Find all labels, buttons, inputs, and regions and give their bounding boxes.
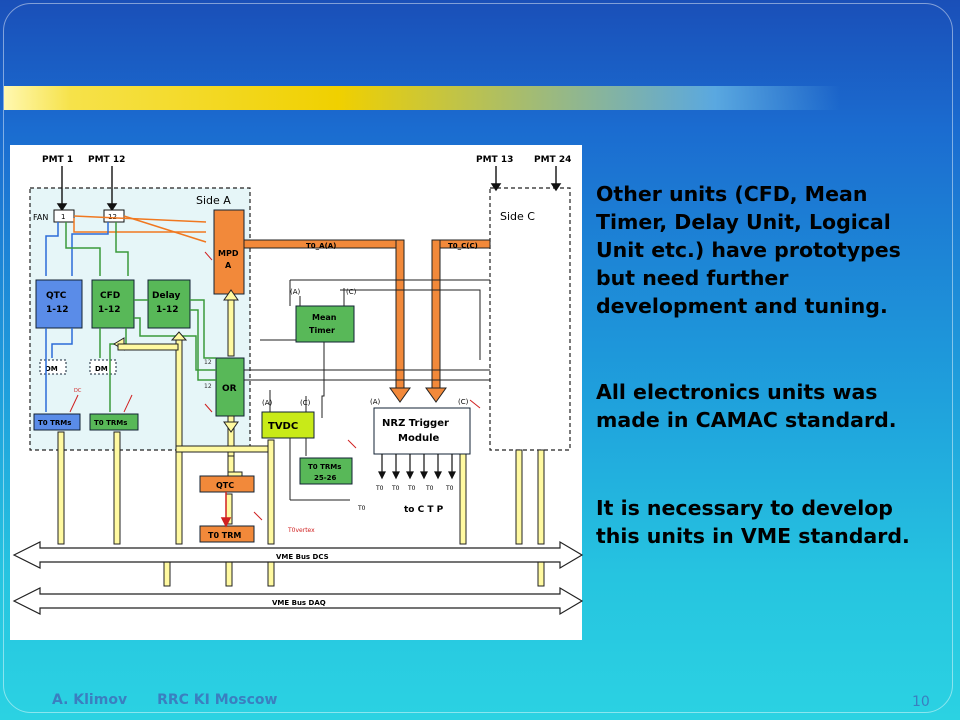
t0trms-2526-box (299, 457, 353, 485)
t0a-label: T0_A(A) (306, 242, 336, 250)
fan-label: FAN (33, 213, 48, 222)
dm2-text: DM (95, 365, 108, 373)
qtc-a-range: 1-12 (46, 305, 69, 315)
nrz-c-label: (C) (458, 398, 469, 406)
t0-vertex-label: T0vertex (287, 527, 315, 534)
nrz-box (373, 407, 471, 455)
side-c-box (489, 187, 571, 451)
or-text: OR (222, 384, 237, 394)
delay-text: Delay (152, 291, 180, 301)
qtc-bottom-box (199, 475, 255, 493)
pmt24-label: PMT 24 (534, 155, 571, 165)
t0trms-2526-a: T0 TRMs (308, 463, 341, 471)
mpd-sub-text: A (225, 261, 232, 270)
pmt12-label: PMT 12 (88, 155, 125, 165)
ctp-t0-3: T0 (407, 485, 416, 492)
nrz-text-2: Module (398, 433, 440, 444)
t0trms-box-1 (33, 413, 81, 431)
footer-org: RRC KI Moscow (157, 692, 278, 708)
qtc-a-box (35, 279, 83, 329)
side-c-label: Side C (500, 210, 535, 223)
t0trm-text: T0 TRM (208, 531, 241, 540)
cfd-box (91, 279, 135, 329)
bullet-1: Other units (CFD, Mean Timer, Delay Unit… (596, 182, 901, 318)
footer: A. Klimov RRC KI Moscow (52, 692, 307, 708)
tvdc-box (261, 411, 315, 439)
to-ctp-label: to C T P (404, 505, 444, 515)
delay-range: 1-12 (156, 305, 179, 315)
slide-frame (3, 3, 953, 713)
t0-label: T0 (357, 505, 366, 512)
pmt1-label: PMT 1 (42, 155, 73, 165)
ctp-t0-2: T0 (391, 485, 400, 492)
t0trms-2-text: T0 TRMs (94, 419, 127, 427)
ctp-t0-1: T0 (375, 485, 384, 492)
mpd-text: MPD (218, 249, 239, 258)
tvdc-text: TVDC (268, 421, 298, 432)
or-box (215, 357, 245, 417)
fan-in1-text: 1 (61, 213, 65, 221)
footer-author: A. Klimov (52, 692, 128, 708)
side-a-label: Side A (196, 194, 231, 207)
qtc-a-text: QTC (46, 291, 67, 301)
vme-bus-daq (12, 586, 584, 616)
vme-dcs-label: VME Bus DCS (276, 553, 329, 561)
ctp-t0-4: T0 (425, 485, 434, 492)
dc-label: DC (74, 388, 82, 394)
qtc-bottom-text: QTC (216, 481, 234, 490)
t0c-label: T0_C(C) (448, 242, 478, 250)
mean-a-label: (A) (290, 288, 301, 296)
bullet-3: It is necessary to develop this units in… (596, 496, 910, 548)
title-bar-decoration (4, 86, 840, 110)
t0trms-2526-b: 25-26 (314, 474, 337, 482)
vme-daq-label: VME Bus DAQ (272, 599, 326, 607)
mean-timer-box (295, 305, 355, 343)
pmt13-label: PMT 13 (476, 155, 513, 165)
timer-text: Timer (309, 326, 335, 335)
mean-text: Mean (312, 313, 337, 322)
or-n12b: 12 (204, 383, 212, 390)
page-number: 10 (912, 694, 930, 710)
tvdc-c-label: (C) (300, 399, 311, 407)
or-n12a: 12 (204, 359, 212, 366)
t0trm-box (199, 525, 255, 543)
cfd-range: 1-12 (98, 305, 121, 315)
nrz-a-label: (A) (370, 398, 381, 406)
bullet-2: All electronics units was made in CAMAC … (596, 380, 897, 432)
nrz-text-1: NRZ Trigger (382, 418, 449, 429)
cfd-text: CFD (100, 291, 120, 301)
tvdc-a-label: (A) (262, 399, 273, 407)
t0trms-box-2 (89, 413, 139, 431)
delay-box (147, 279, 191, 329)
dm1-text: DM (45, 365, 58, 373)
t0trms-1-text: T0 TRMs (38, 419, 71, 427)
vme-bus-dcs (12, 540, 584, 570)
mpd-box (213, 209, 245, 295)
ctp-t0-5: T0 (445, 485, 454, 492)
mean-c-label: (C) (346, 288, 357, 296)
